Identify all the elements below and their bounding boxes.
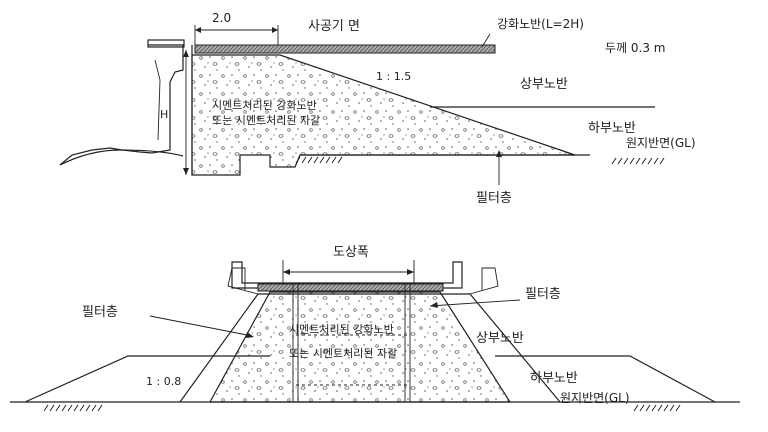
bottom-filter-left-arrowhead bbox=[246, 332, 254, 338]
thickness-label: 두께 0.3 m bbox=[605, 41, 665, 55]
dim-width-label: 2.0 bbox=[212, 11, 231, 25]
reinforced-subgrade-slab bbox=[194, 44, 496, 54]
top-upper-subgrade-label: 상부노반 bbox=[520, 77, 568, 92]
top-lower-subgrade-label: 하부노반 bbox=[588, 121, 636, 136]
bottom-upper-subgrade-label: 상부노반 bbox=[476, 331, 524, 346]
bottom-filter-right-leader bbox=[429, 299, 521, 307]
bottom-ground-level-label: 원지반면(GL) bbox=[560, 391, 630, 405]
bottom-filter-left-label: 필터층 bbox=[82, 305, 118, 320]
abutment-structure bbox=[59, 44, 184, 166]
top-filter-arrowhead bbox=[496, 150, 502, 157]
bottom-filter-left-leader bbox=[149, 315, 253, 337]
abutment-inner-line bbox=[154, 59, 161, 141]
top-fill-material-line1: 시멘트처리된 강화노반 bbox=[212, 99, 317, 112]
ballast-width-dimension bbox=[282, 260, 415, 284]
reinforced-subgrade-label: 강화노반(L=2H) bbox=[497, 17, 584, 31]
bottom-cross-section: 도상폭 필터층 필터층 시멘트처리된 강화노반 또는 시멘트처리된 자갈 상부노… bbox=[10, 245, 740, 412]
ballast-width-label: 도상폭 bbox=[333, 245, 369, 260]
bottom-filter-right-label: 필터층 bbox=[525, 287, 561, 302]
bottom-slope-label: 1 : 0.8 bbox=[146, 375, 181, 388]
ground-curve-left bbox=[59, 149, 184, 166]
top-filter-layer-label: 필터층 bbox=[476, 191, 512, 206]
bottom-lower-subgrade-label: 하부노반 bbox=[530, 371, 578, 386]
ground-hatch-top bbox=[295, 156, 665, 165]
top-fill-material-line2: 또는 시멘트처리된 자갈 bbox=[212, 113, 320, 127]
lower-subgrade-outline bbox=[24, 355, 716, 403]
formation-level-label: 사공기 면 bbox=[308, 19, 360, 34]
approach-slab bbox=[147, 39, 185, 48]
dimension-2-0 bbox=[194, 25, 279, 45]
bottom-reinforced-slab bbox=[257, 283, 444, 292]
bottom-filter-right-arrowhead bbox=[430, 302, 438, 308]
bottom-fill-material-line1: 시멘트처리된 강화노반 bbox=[289, 323, 394, 336]
top-ground-level-label: 원지반면(GL) bbox=[626, 136, 696, 150]
reinforced-subgrade-leader bbox=[481, 33, 491, 48]
top-slope-label: 1 : 1.5 bbox=[376, 70, 411, 83]
bottom-fill-material-line2: 또는 시멘트처리된 자갈 bbox=[289, 346, 397, 360]
dimension-height bbox=[183, 50, 189, 175]
height-label: H bbox=[160, 108, 168, 121]
ground-hatch-bottom bbox=[43, 404, 681, 412]
top-transition-section: 2.0 H 사공기 면 강화노반(L=2H) 두께 0.3 m 1 : 1.5 … bbox=[59, 11, 696, 206]
